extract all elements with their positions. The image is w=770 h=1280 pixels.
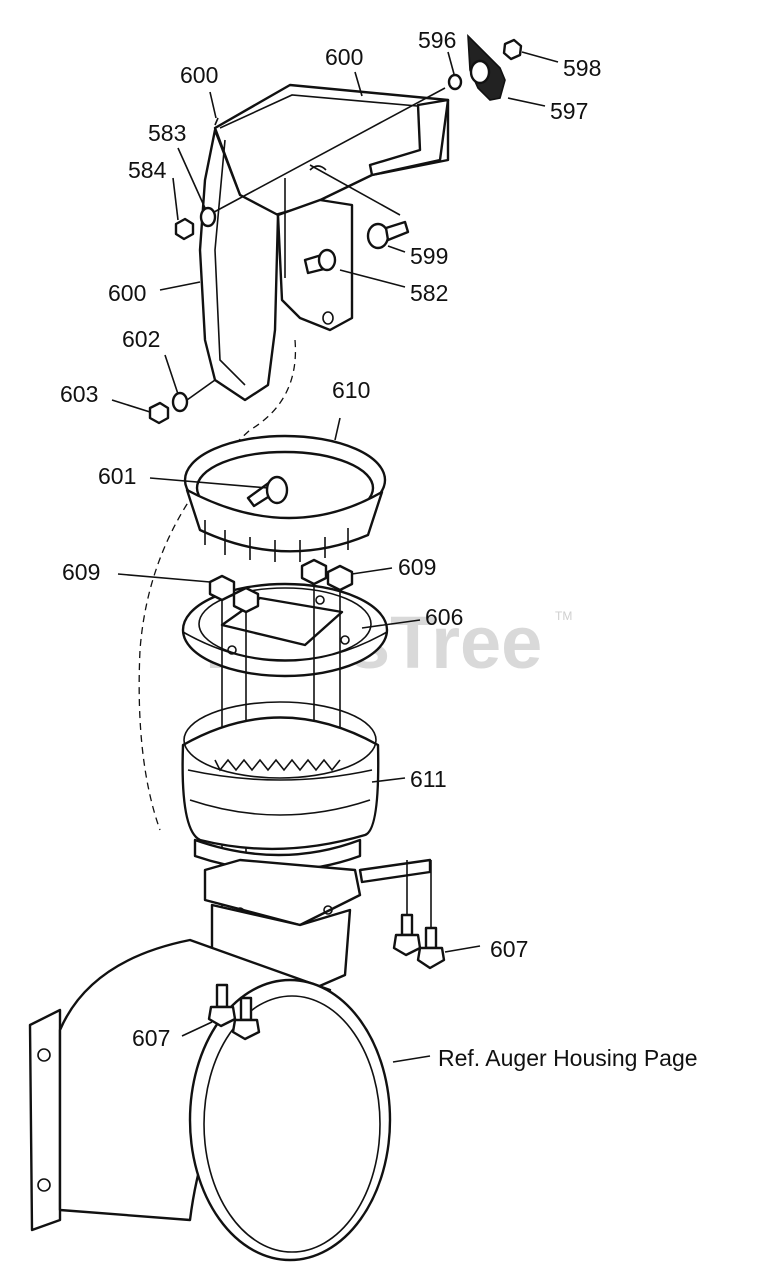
gear-ring-611[interactable]: [181, 701, 380, 872]
callout-607: 607: [490, 936, 528, 962]
callout-601: 601: [98, 463, 136, 489]
callout-611: 611: [410, 766, 447, 792]
callout-606: 606: [425, 604, 463, 630]
nut-609-3[interactable]: [300, 558, 328, 586]
washer-602[interactable]: [171, 391, 189, 413]
callout-600: 600: [108, 280, 146, 306]
plate-606[interactable]: [181, 582, 389, 678]
callout-603: 603: [60, 381, 98, 407]
callout-600: 600: [325, 44, 363, 70]
callout-596: 596: [418, 27, 456, 53]
callout-599: 599: [410, 243, 448, 269]
callout-609: 609: [398, 554, 436, 580]
callout-598: 598: [563, 55, 601, 81]
bolt-599[interactable]: [366, 220, 410, 250]
bolt-582[interactable]: [303, 248, 337, 275]
callout-609: 609: [62, 559, 100, 585]
nut-603[interactable]: [148, 401, 170, 425]
callout-597: 597: [550, 98, 588, 124]
callout-602: 602: [122, 326, 160, 352]
watermark-trademark: TM: [555, 609, 572, 623]
screw-607-3[interactable]: [207, 983, 237, 1028]
callout-583: 583: [148, 120, 186, 146]
screw-607-2[interactable]: [416, 926, 446, 970]
callout-610: 610: [332, 377, 370, 403]
washer-583[interactable]: [199, 206, 217, 228]
nut-609-4[interactable]: [326, 564, 354, 592]
auger-housing[interactable]: [28, 938, 392, 1262]
screw-607-4[interactable]: [231, 996, 261, 1041]
nut-609-1[interactable]: [208, 574, 236, 602]
nut-584[interactable]: [174, 217, 195, 241]
callout-582: 582: [410, 280, 448, 306]
nut-609-2[interactable]: [232, 586, 260, 614]
washer-596[interactable]: [447, 73, 463, 91]
screw-607-1[interactable]: [392, 913, 422, 957]
callout-600: 600: [180, 62, 218, 88]
nut-598[interactable]: [502, 38, 523, 61]
callout-ref-auger-housing: Ref. Auger Housing Page: [438, 1045, 698, 1071]
callout-607: 607: [132, 1025, 170, 1051]
leader-lines: [111, 51, 559, 1063]
callout-584: 584: [128, 157, 167, 183]
ring-610[interactable]: [183, 434, 387, 562]
